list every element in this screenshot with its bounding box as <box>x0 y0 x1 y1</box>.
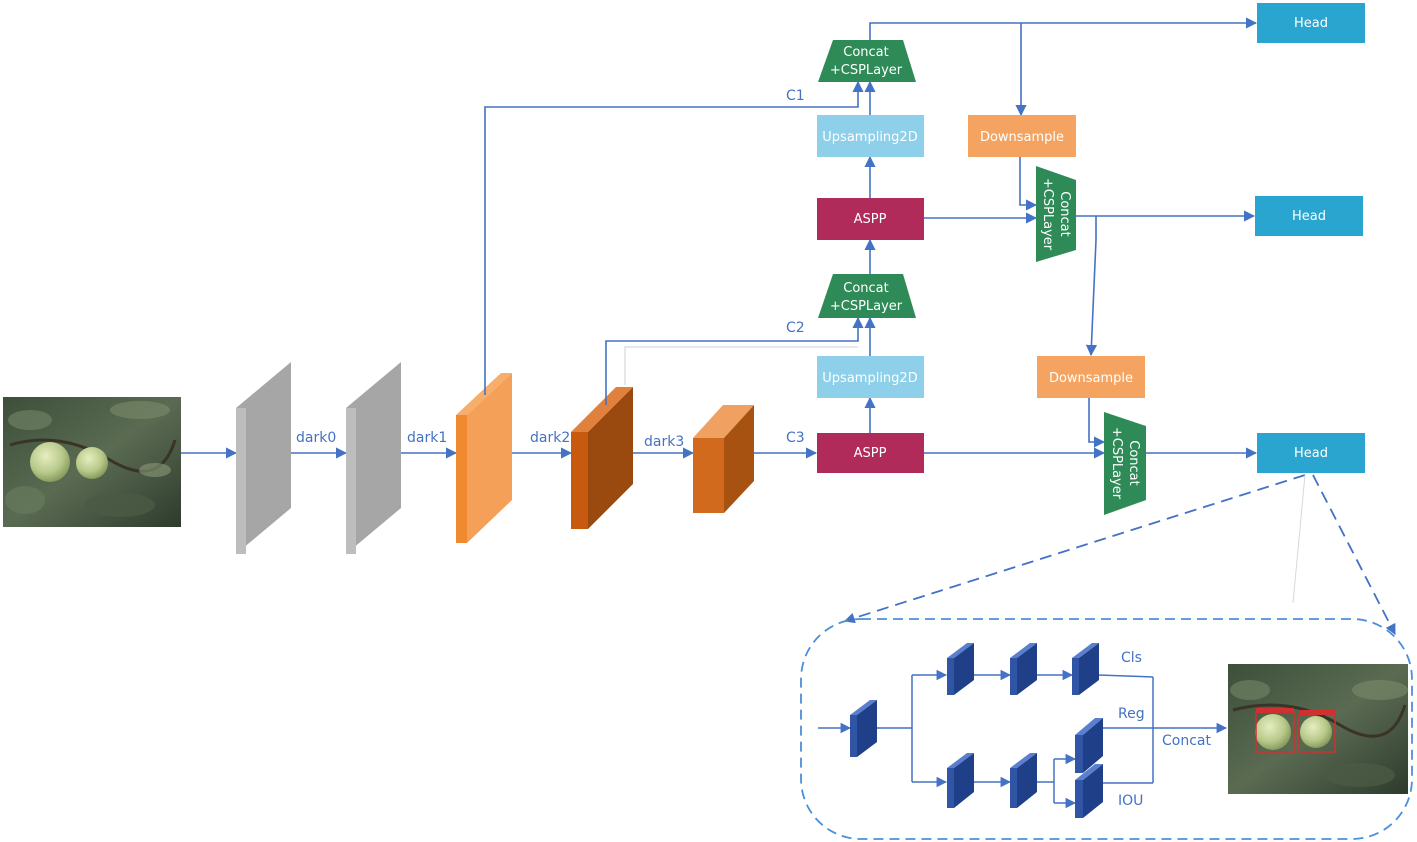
label-cls: Cls <box>1121 650 1142 666</box>
faint-line <box>1292 474 1306 604</box>
output-image <box>1228 664 1408 794</box>
gray-block-1 <box>236 362 291 554</box>
label-reg: Reg <box>1118 706 1145 722</box>
head-bottom-label: Head <box>1294 446 1328 461</box>
concat-mid-line1: Concat <box>843 281 888 296</box>
upsampling-bottom-label: Upsampling2D <box>822 371 917 386</box>
orange-block-dark2 <box>571 387 633 529</box>
concat-mid-line2: +CSPLayer <box>830 299 903 314</box>
head-top-label: Head <box>1294 16 1328 31</box>
hd-block-cls-2 <box>1010 643 1037 695</box>
concat-right-bottom-line2: +CSPLayer <box>1109 427 1124 500</box>
concat-csp-right-bottom: Concat +CSPLayer <box>1104 412 1146 515</box>
upsampling-bottom: Upsampling2D <box>817 356 924 398</box>
label-dark1: dark1 <box>407 430 447 446</box>
label-concat: Concat <box>1162 733 1211 749</box>
upsampling-top-label: Upsampling2D <box>822 130 917 145</box>
head-top: Head <box>1257 3 1365 43</box>
hd-block-cls-1 <box>947 643 974 695</box>
head-callout-lines <box>843 474 1396 635</box>
hd-block-stem <box>850 700 877 757</box>
label-dark2: dark2 <box>530 430 570 446</box>
concat-right-bottom-line1: Concat <box>1126 440 1141 485</box>
label-dark0: dark0 <box>296 430 336 446</box>
hd-block-iou-out <box>1075 764 1103 818</box>
aspp-bottom-label: ASPP <box>854 446 887 461</box>
label-iou: IOU <box>1118 793 1143 809</box>
head-detail-blocks <box>850 643 1103 818</box>
concat-csp-right-mid: Concat +CSPLayer <box>1036 166 1076 262</box>
orange-block-dark1 <box>456 373 512 543</box>
concat-csp-top: Concat +CSPLayer <box>818 40 916 82</box>
label-dark3: dark3 <box>644 434 684 450</box>
head-detail-frame <box>800 618 1413 840</box>
hd-block-cls-3 <box>1072 643 1099 695</box>
concat-right-mid-line1: Concat <box>1057 191 1072 236</box>
head-detail-lines <box>818 669 1228 809</box>
concat-top-line2: +CSPLayer <box>830 63 903 78</box>
downsample-bottom-label: Downsample <box>1049 371 1133 386</box>
concat-top-line1: Concat <box>843 45 888 60</box>
hd-block-reg-1 <box>947 753 974 808</box>
head-bottom: Head <box>1257 433 1365 473</box>
downsample-top-label: Downsample <box>980 130 1064 145</box>
orange-block-dark3 <box>693 405 754 513</box>
head-mid-label: Head <box>1292 209 1326 224</box>
head-mid: Head <box>1255 196 1363 236</box>
label-c3: C3 <box>786 430 805 446</box>
aspp-bottom: ASPP <box>817 433 924 473</box>
concat-csp-mid: Concat +CSPLayer <box>818 274 916 318</box>
concat-right-mid-line2: +CSPLayer <box>1040 178 1055 251</box>
hd-block-reg-2 <box>1010 753 1037 808</box>
input-image <box>3 397 181 527</box>
aspp-top: ASPP <box>817 198 924 240</box>
downsample-bottom: Downsample <box>1037 356 1145 398</box>
downsample-top: Downsample <box>968 115 1076 157</box>
label-c1: C1 <box>786 88 805 104</box>
aspp-top-label: ASPP <box>854 212 887 227</box>
gray-block-2 <box>346 362 401 554</box>
label-c2: C2 <box>786 320 805 336</box>
neck-connections <box>484 17 1258 459</box>
upsampling-top: Upsampling2D <box>817 115 924 157</box>
hd-block-reg-out <box>1075 718 1103 773</box>
